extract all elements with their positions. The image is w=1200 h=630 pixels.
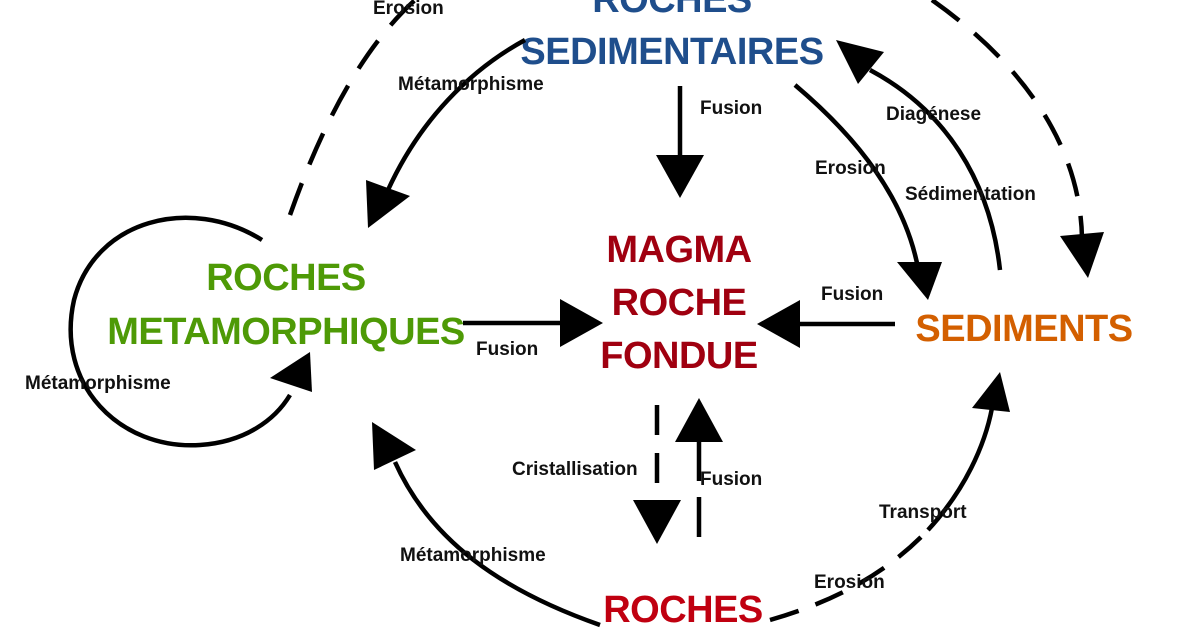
arrow-cristallisation-magma-to-magmatic	[633, 405, 681, 544]
arrow-metamorphisme-self-loop	[68, 215, 312, 448]
node-sedimentaires-line2: SEDIMENTAIRES	[520, 31, 823, 73]
arrow-metamorphisme-sed-to-meta	[366, 38, 527, 228]
label-sedimentation: Sédimentation	[905, 184, 1036, 205]
label-fusion-bottom: Fusion	[700, 469, 762, 490]
node-sediments: SEDIMENTS	[915, 308, 1133, 350]
node-magma-line1: MAGMA	[606, 229, 751, 271]
arrow-diagenese-sediments-to-sed	[836, 40, 1003, 271]
label-cristallisation: Cristallisation	[512, 459, 638, 480]
arrow-erosion-transport-magmatic-to-sediments	[769, 372, 1010, 623]
arrow-erosion-meta-to-sed	[287, 0, 417, 216]
node-roches-metamorphiques: ROCHES METAMORPHIQUES	[107, 257, 465, 353]
node-metamorphiques-line1: ROCHES	[206, 257, 366, 299]
node-magmatiques-line1: ROCHES	[603, 589, 763, 630]
label-metamorphisme-top: Métamorphisme	[398, 74, 544, 95]
arrow-erosion-sed-to-sediments	[793, 83, 942, 300]
arrow-fusion-sed-to-magma	[656, 86, 704, 198]
arrow-fusion-magmatic-to-magma	[675, 398, 723, 537]
label-erosion-top-left: Erosion	[373, 0, 444, 19]
node-sediments-line1: SEDIMENTS	[915, 308, 1132, 350]
label-transport: Transport	[879, 502, 967, 523]
node-roches-sedimentaires: ROCHES SEDIMENTAIRES	[520, 0, 824, 73]
label-fusion-left: Fusion	[476, 339, 538, 360]
arrow-metamorphisme-magmatic-to-meta	[372, 422, 601, 628]
node-roches-magmatiques: ROCHES	[603, 589, 763, 630]
label-erosion-right: Erosion	[815, 158, 886, 179]
label-metamorphisme-bottom: Métamorphisme	[400, 545, 546, 566]
label-erosion-bottom: Erosion	[814, 572, 885, 593]
node-magma-line3: FONDUE	[600, 335, 757, 377]
arrow-fusion-sediments-to-magma	[757, 300, 895, 348]
node-sedimentaires-line1: ROCHES	[592, 0, 752, 21]
node-magma: MAGMA ROCHE FONDUE	[600, 229, 758, 377]
label-fusion-right: Fusion	[821, 284, 883, 305]
arrow-sedimentation-to-sediments	[930, 0, 1104, 278]
label-metamorphisme-self: Métamorphisme	[25, 373, 171, 394]
node-magma-line2: ROCHE	[612, 282, 747, 324]
node-metamorphiques-line2: METAMORPHIQUES	[107, 311, 465, 353]
label-fusion-top: Fusion	[700, 98, 762, 119]
label-diagenese: Diagénese	[886, 104, 981, 125]
arrow-fusion-meta-to-magma	[463, 299, 603, 347]
